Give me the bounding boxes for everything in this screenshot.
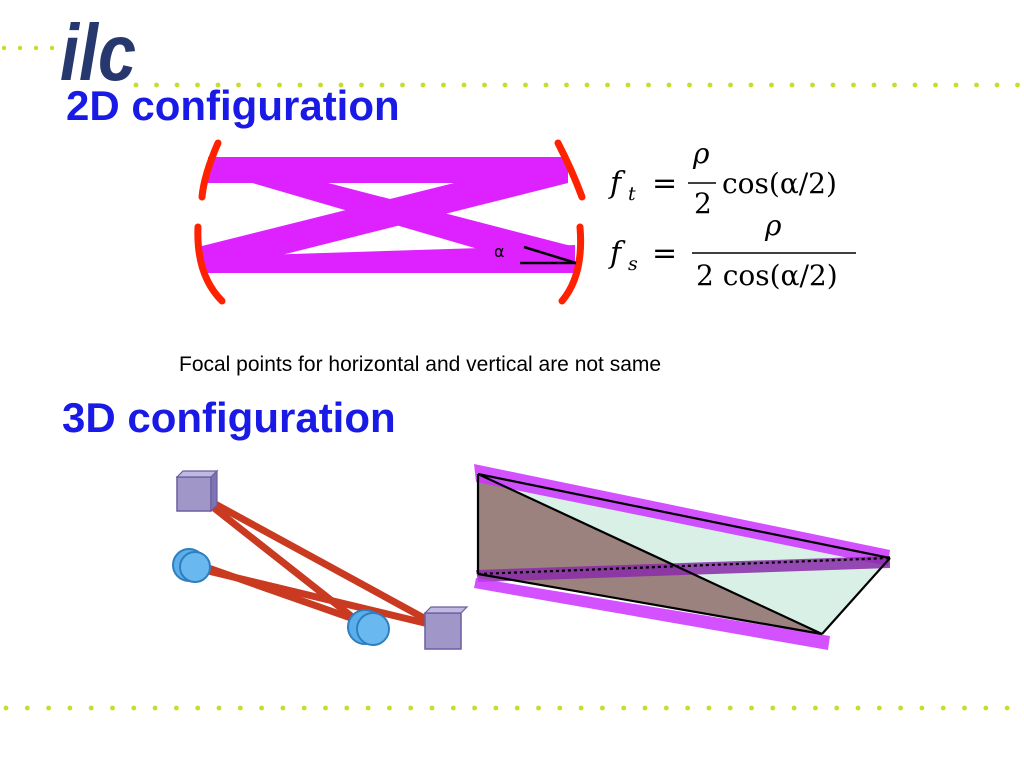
figure-2d-beam-path: α	[194, 139, 586, 305]
heading-3d-configuration: 3D configuration	[62, 394, 396, 441]
focal-length-formulas: f t = ρ 2 cos(α/2) f s = ρ 2 cos(α/2)	[608, 137, 856, 292]
mirrors	[194, 139, 586, 305]
svg-text:f: f	[608, 236, 626, 271]
logo-text: ilc	[60, 12, 136, 92]
svg-text:=: =	[652, 166, 677, 201]
svg-text:ρ: ρ	[764, 209, 782, 242]
svg-text:s: s	[628, 253, 638, 275]
beam-cross-2	[198, 157, 568, 273]
angle-marker	[520, 245, 577, 265]
round-mirror-bottom	[347, 609, 390, 646]
beam-band-bottom	[474, 578, 830, 650]
mirror-bottom-left	[194, 223, 226, 305]
formula-fs: f s = ρ 2 cos(α/2)	[608, 209, 856, 292]
round-mirror-left	[172, 548, 211, 583]
svg-text:ρ: ρ	[692, 137, 710, 170]
cube-mirror-bottom-right	[423, 606, 469, 650]
formula-ft: f t = ρ 2 cos(α/2)	[608, 137, 837, 220]
footer-dotted-line	[3, 705, 1010, 711]
cube-mirror-top-left	[175, 469, 219, 513]
caption-focal-points: Focal points for horizontal and vertical…	[179, 353, 662, 376]
plane-green	[478, 474, 890, 634]
angle-alpha-label: α	[494, 242, 505, 261]
svg-text:cos(α/2): cos(α/2)	[722, 167, 837, 200]
header-dotted-line	[133, 82, 1020, 88]
top-dotted-line	[1, 45, 55, 51]
frame-lines	[476, 472, 891, 636]
svg-text:2: 2	[694, 187, 712, 220]
mirror-top-left	[198, 139, 222, 201]
laser-beams	[198, 157, 575, 273]
svg-text:=: =	[652, 236, 677, 271]
svg-text:f: f	[608, 166, 626, 201]
svg-text:2 cos(α/2): 2 cos(α/2)	[696, 259, 838, 292]
laser-paths	[191, 489, 437, 629]
ilc-logo: ilc	[60, 12, 136, 92]
mirror-top-right	[554, 139, 586, 201]
figure-3d-beam-planes	[474, 464, 891, 650]
heading-2d-configuration: 2D configuration	[66, 82, 400, 129]
figure-3d-mirror-layout	[172, 469, 469, 650]
beam-bottom	[198, 245, 575, 273]
mirror-bottom-right	[558, 223, 585, 305]
svg-text:t: t	[628, 183, 636, 205]
